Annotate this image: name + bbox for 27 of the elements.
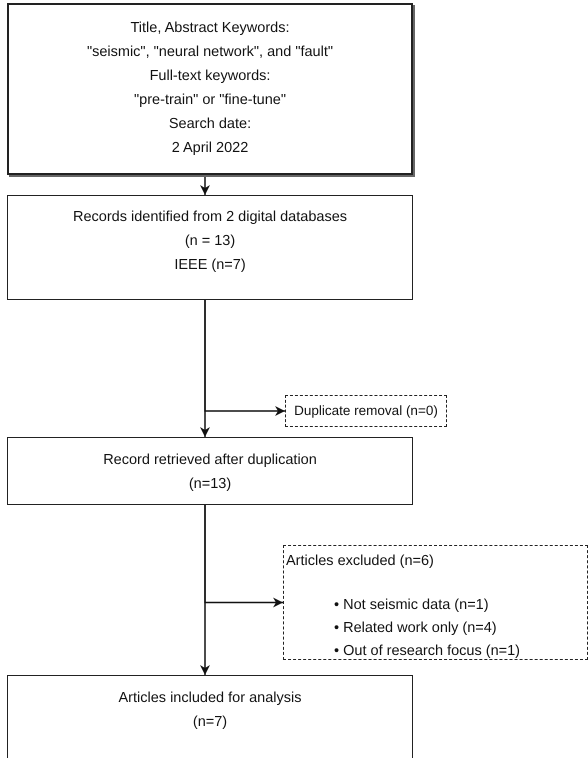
arrow [200,175,210,195]
dashed-box [283,545,588,660]
process-box [7,3,413,175]
box-text: 2 April 2022 [172,139,248,158]
box-text: Duplicate removal (n=0) [294,402,438,420]
box-heading: Articles excluded (n=6) [285,552,434,571]
process-box [7,675,413,758]
box-text: (n = 13) [184,232,236,251]
process-box [7,437,413,505]
arrow [204,505,283,608]
list-item: • Related work only (n=4) [334,619,498,638]
box-text: Record retrieved after duplication [103,451,317,470]
box-text: Full-text keywords: [150,67,270,86]
list-item: • Not seismic data (n=1) [334,596,490,615]
box-text: (n=13) [188,475,232,494]
box-text: Title, Abstract Keywords: [130,19,290,38]
box-text: IEEE (n=7) [174,256,246,275]
box-text: Records identified from 2 digital databases [72,208,348,227]
arrow [204,300,285,416]
box-text: (n=7) [192,713,228,732]
box-text: "pre-train" or "fine-tune" [134,91,286,110]
box-text: Search date: [168,115,252,134]
list-item: • Out of research focus (n=1) [334,642,522,661]
dashed-box [285,395,447,427]
box-text: "seismic", "neural network", and "fault" [86,43,334,62]
process-box [7,195,413,300]
box-text: Articles included for analysis [118,689,302,708]
